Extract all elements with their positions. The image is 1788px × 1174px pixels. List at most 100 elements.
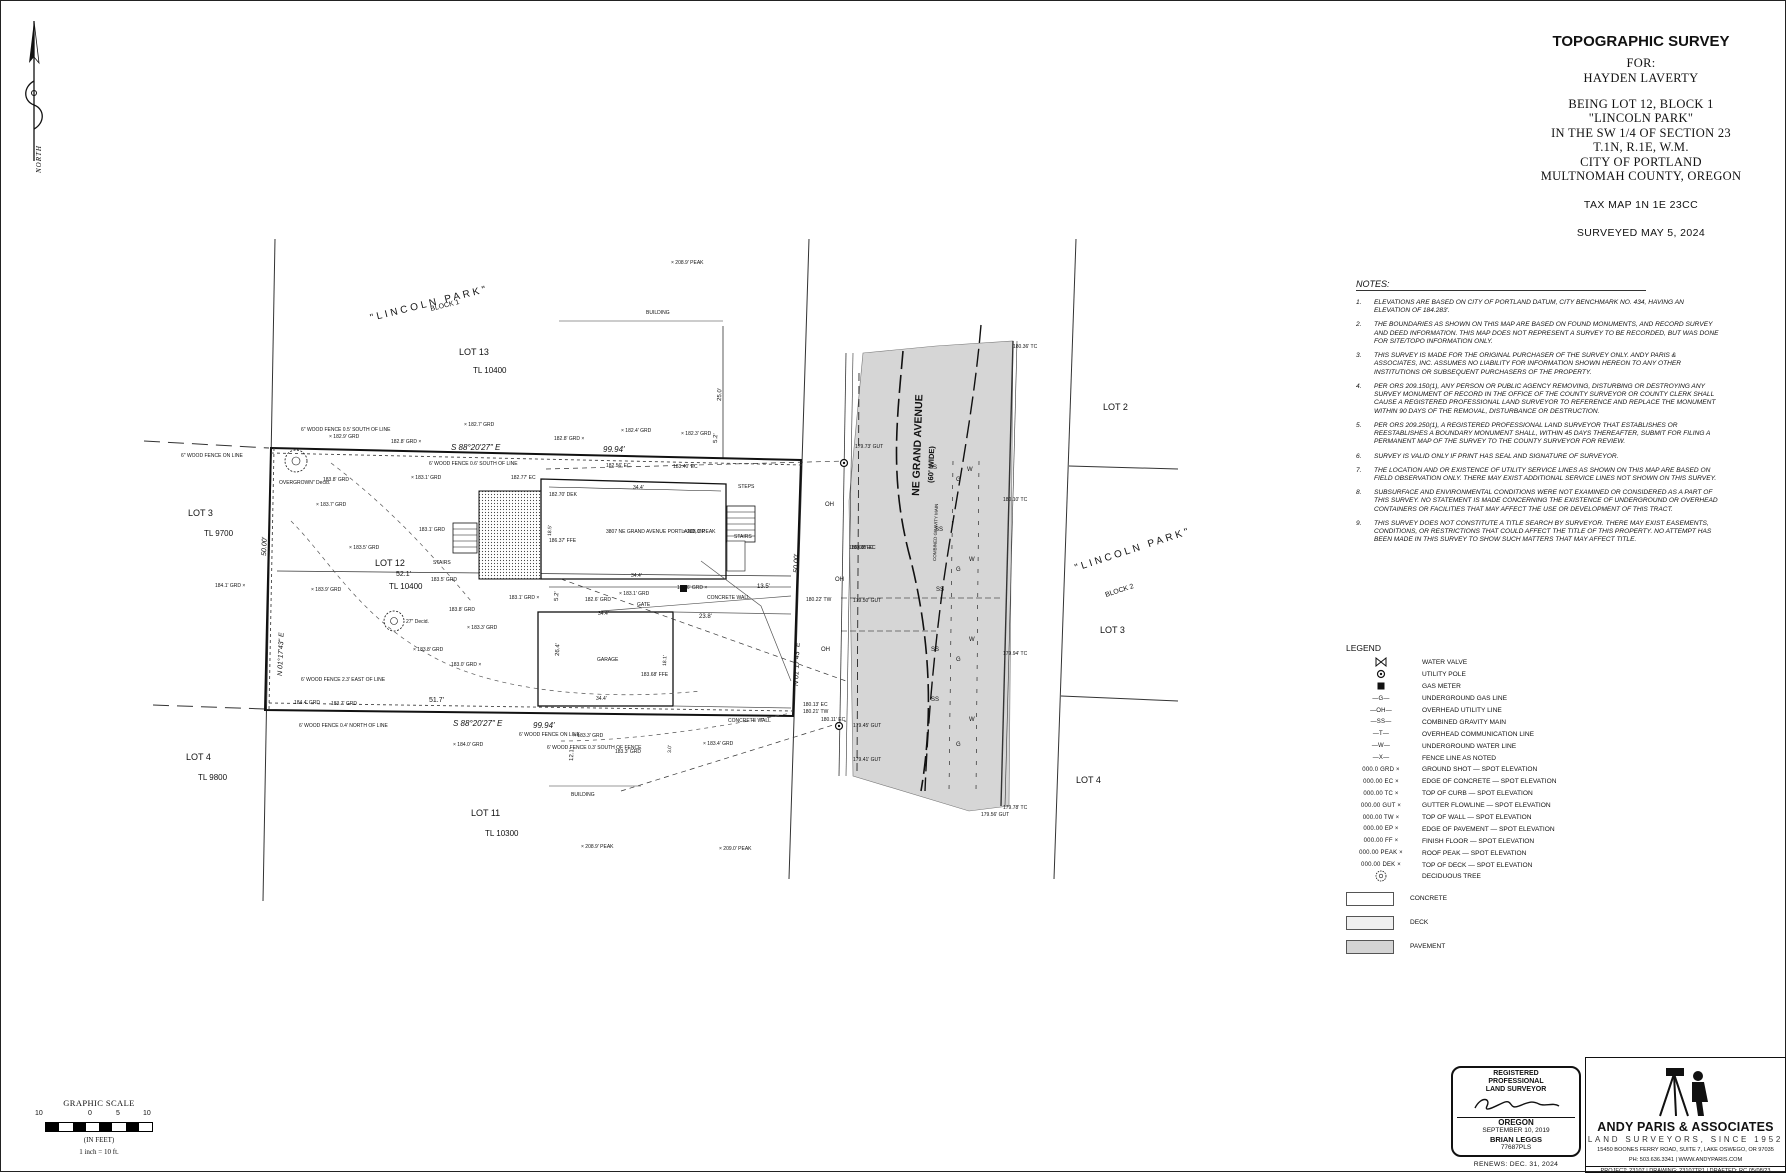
street-spot-elevation: 180.08' EC xyxy=(851,545,876,551)
legend-label: UNDERGROUND GAS LINE xyxy=(1422,695,1507,703)
garage-footprint[interactable] xyxy=(537,611,674,707)
overgrown-tree-label: OVERGROWN" Decid. xyxy=(279,480,330,486)
note-item: 1.ELEVATIONS ARE BASED ON CITY OF PORTLA… xyxy=(1356,299,1736,315)
note-text: THIS SURVEY IS MADE FOR THE ORIGINAL PUR… xyxy=(1374,352,1682,376)
survey-title: TOPOGRAPHIC SURVEY xyxy=(1552,33,1730,50)
note-item: 7.THE LOCATION AND OR EXISTENCE OF UTILI… xyxy=(1356,467,1736,483)
block2-label: BLOCK 2 xyxy=(1104,583,1134,599)
legend-symbol: 000.00 GUT × xyxy=(1360,802,1402,809)
peak-south-2: × 209.0' PEAK xyxy=(719,846,752,852)
property-boundary[interactable] xyxy=(263,446,803,718)
spot-elevation: 183.8' GRD xyxy=(323,477,349,483)
dim-5-2a: 5.2' xyxy=(713,433,719,443)
dim-18-1: 18.1' xyxy=(662,655,668,666)
dist-north: 99.94' xyxy=(603,445,625,454)
bearing-west: N 01°17'43" E xyxy=(276,632,286,676)
scale-tick: 5 xyxy=(116,1110,120,1117)
lot13-label: LOT 13 xyxy=(459,347,489,357)
legend-label: FINISH FLOOR — SPOT ELEVATION xyxy=(1422,837,1535,845)
spot-elevation: 180.08' EC xyxy=(849,545,874,551)
fence-note-north-1: 6" WOOD FENCE 0.5' SOUTH OF LINE xyxy=(301,427,391,433)
spot-elevation: 183.1' GRD xyxy=(419,527,445,533)
notes-heading: NOTES: xyxy=(1356,279,1646,291)
spot-elevation: 182.77' EC xyxy=(511,475,536,481)
street-spot-elevation: 179.50' GUT xyxy=(853,598,881,604)
firm-name: ANDY PARIS & ASSOCIATES xyxy=(1597,1120,1774,1134)
street-spot-elevation: 179.41' GUT xyxy=(853,757,881,763)
note-text: THE LOCATION AND OR EXISTENCE OF UTILITY… xyxy=(1374,466,1717,482)
spot-elevation: 183.1' GRD × xyxy=(509,595,539,601)
bearing-south: S 88°20'27" E xyxy=(453,719,503,728)
spot-elevation: 182.8' GRD × xyxy=(391,439,421,445)
pavement-swatch xyxy=(1346,939,1394,954)
firm-block: ANDY PARIS & ASSOCIATES LAND SURVEYORS, … xyxy=(1585,1057,1786,1174)
note-text: SUBSURFACE AND ENVIRONMENTAL CONDITIONS … xyxy=(1374,489,1718,513)
legend-label: OVERHEAD UTILITY LINE xyxy=(1422,707,1502,714)
lot4-east-label: LOT 4 xyxy=(1076,775,1101,785)
spot-elevation: × 183.9' GRD xyxy=(311,587,342,593)
legend-label: ROOF PEAK — SPOT ELEVATION xyxy=(1422,849,1527,857)
lincoln-park-label-west: "LINCOLN PARK" xyxy=(369,284,490,324)
scale-tick: 10 xyxy=(35,1110,43,1117)
street-utility-label: OH xyxy=(835,577,844,583)
legend-label: DECIDUOUS TREE xyxy=(1422,873,1481,881)
lot3-east-label: LOT 3 xyxy=(1100,625,1125,635)
legend-symbol: —T— xyxy=(1372,731,1390,738)
legend-symbol: 000.00 PEAK × xyxy=(1359,850,1403,857)
note-item: 5.PER ORS 209.250(1), A REGISTERED PROFE… xyxy=(1356,422,1736,447)
street-utility-label: SS xyxy=(936,587,944,593)
legend-symbol: 000.00 TC × xyxy=(1363,790,1399,797)
concrete-swatch xyxy=(1346,891,1394,906)
legal-line: CITY OF PORTLAND xyxy=(1580,154,1702,169)
note-text: PER ORS 209.150(1), ANY PERSON OR PUBLIC… xyxy=(1374,382,1716,415)
utility-pole-icon[interactable] xyxy=(839,458,849,468)
legend-swatch-row: PAVEMENT xyxy=(1346,939,1606,955)
legend-symbol: 000.00 FF × xyxy=(1363,838,1399,845)
dim-51-7: 51.7' xyxy=(429,697,444,704)
legend-item: —X—FENCE LINE AS NOTED xyxy=(1346,752,1606,764)
note-number: 9. xyxy=(1356,519,1362,527)
street-spot-elevation: 180.22' TW xyxy=(806,597,832,603)
legend-label: OVERHEAD COMMUNICATION LINE xyxy=(1422,730,1534,738)
legend-item: 000.00 TC × TOP OF CURB — SPOT ELEVATION xyxy=(1346,788,1606,800)
legend-item: 000.00 EC ×EDGE OF CONCRETE — SPOT ELEVA… xyxy=(1346,776,1606,788)
deck-elev: 182.70' DEK xyxy=(549,492,578,498)
street-utility-lines xyxy=(841,324,1001,792)
legend-item: 000.00 EP ×EDGE OF PAVEMENT — SPOT ELEVA… xyxy=(1346,823,1606,835)
tl-10300-label: TL 10300 xyxy=(485,829,519,838)
client-name: HAYDEN LAVERTY xyxy=(1583,70,1699,85)
utility-pole-icon[interactable] xyxy=(834,721,844,731)
legend-symbol: 000.00 EC × xyxy=(1363,778,1399,785)
stairs-west-label: STAIRS xyxy=(433,560,451,566)
legend-label: UTILITY POLE xyxy=(1422,671,1466,679)
surveyor-seal: REGISTERED PROFESSIONAL LAND SURVEYOR OR… xyxy=(1451,1066,1581,1168)
seal-stamp: REGISTERED PROFESSIONAL LAND SURVEYOR OR… xyxy=(1451,1066,1581,1158)
peak-south-1: × 208.9' PEAK xyxy=(581,844,614,850)
legend-label: TOP OF CURB — SPOT ELEVATION xyxy=(1422,790,1533,798)
legend-item: —OH—OVERHEAD UTILITY LINE xyxy=(1346,705,1606,717)
dim-25-0: 25.0' xyxy=(717,388,723,401)
spot-elevation: 183.3' GRD xyxy=(615,749,641,755)
house-footprint[interactable] xyxy=(452,478,756,580)
north-arrow-icon xyxy=(25,20,43,161)
street-pavement xyxy=(848,340,1014,812)
note-number: 8. xyxy=(1356,489,1362,497)
street-spot-elevation: 179.94' TC xyxy=(1003,651,1028,657)
building-north-label: BUILDING xyxy=(646,310,670,316)
street-utility-label: G xyxy=(956,657,961,663)
note-number: 3. xyxy=(1356,352,1362,360)
tl-9700-label: TL 9700 xyxy=(204,529,234,538)
spot-elevation: × 183.3' GRD xyxy=(573,733,604,739)
street-utility-label: W xyxy=(969,637,975,643)
legend-item: WATER VALVE xyxy=(1346,656,1606,669)
spot-elevation: × 183.5' GRD xyxy=(349,545,380,551)
legend-item: 000.00 GUT ×GUTTER FLOWLINE — SPOT ELEVA… xyxy=(1346,800,1606,812)
graphic-scale: GRAPHIC SCALE 10 0 5 10 (IN FEET) 1 inch… xyxy=(29,1098,169,1156)
fence-note-north-2: 6' WOOD FENCE 0.6' SOUTH OF LINE xyxy=(429,461,518,467)
fence-note-south-1: 6' WOOD FENCE 0.4' NORTH OF LINE xyxy=(299,723,388,729)
project-info: PROJECT: 23107 | DRAWING: 23107TP1 | DRA… xyxy=(1586,1165,1785,1174)
street-spot-elevation: 179.56' GUT xyxy=(981,812,1009,818)
gas-meter-icon[interactable] xyxy=(680,585,687,592)
